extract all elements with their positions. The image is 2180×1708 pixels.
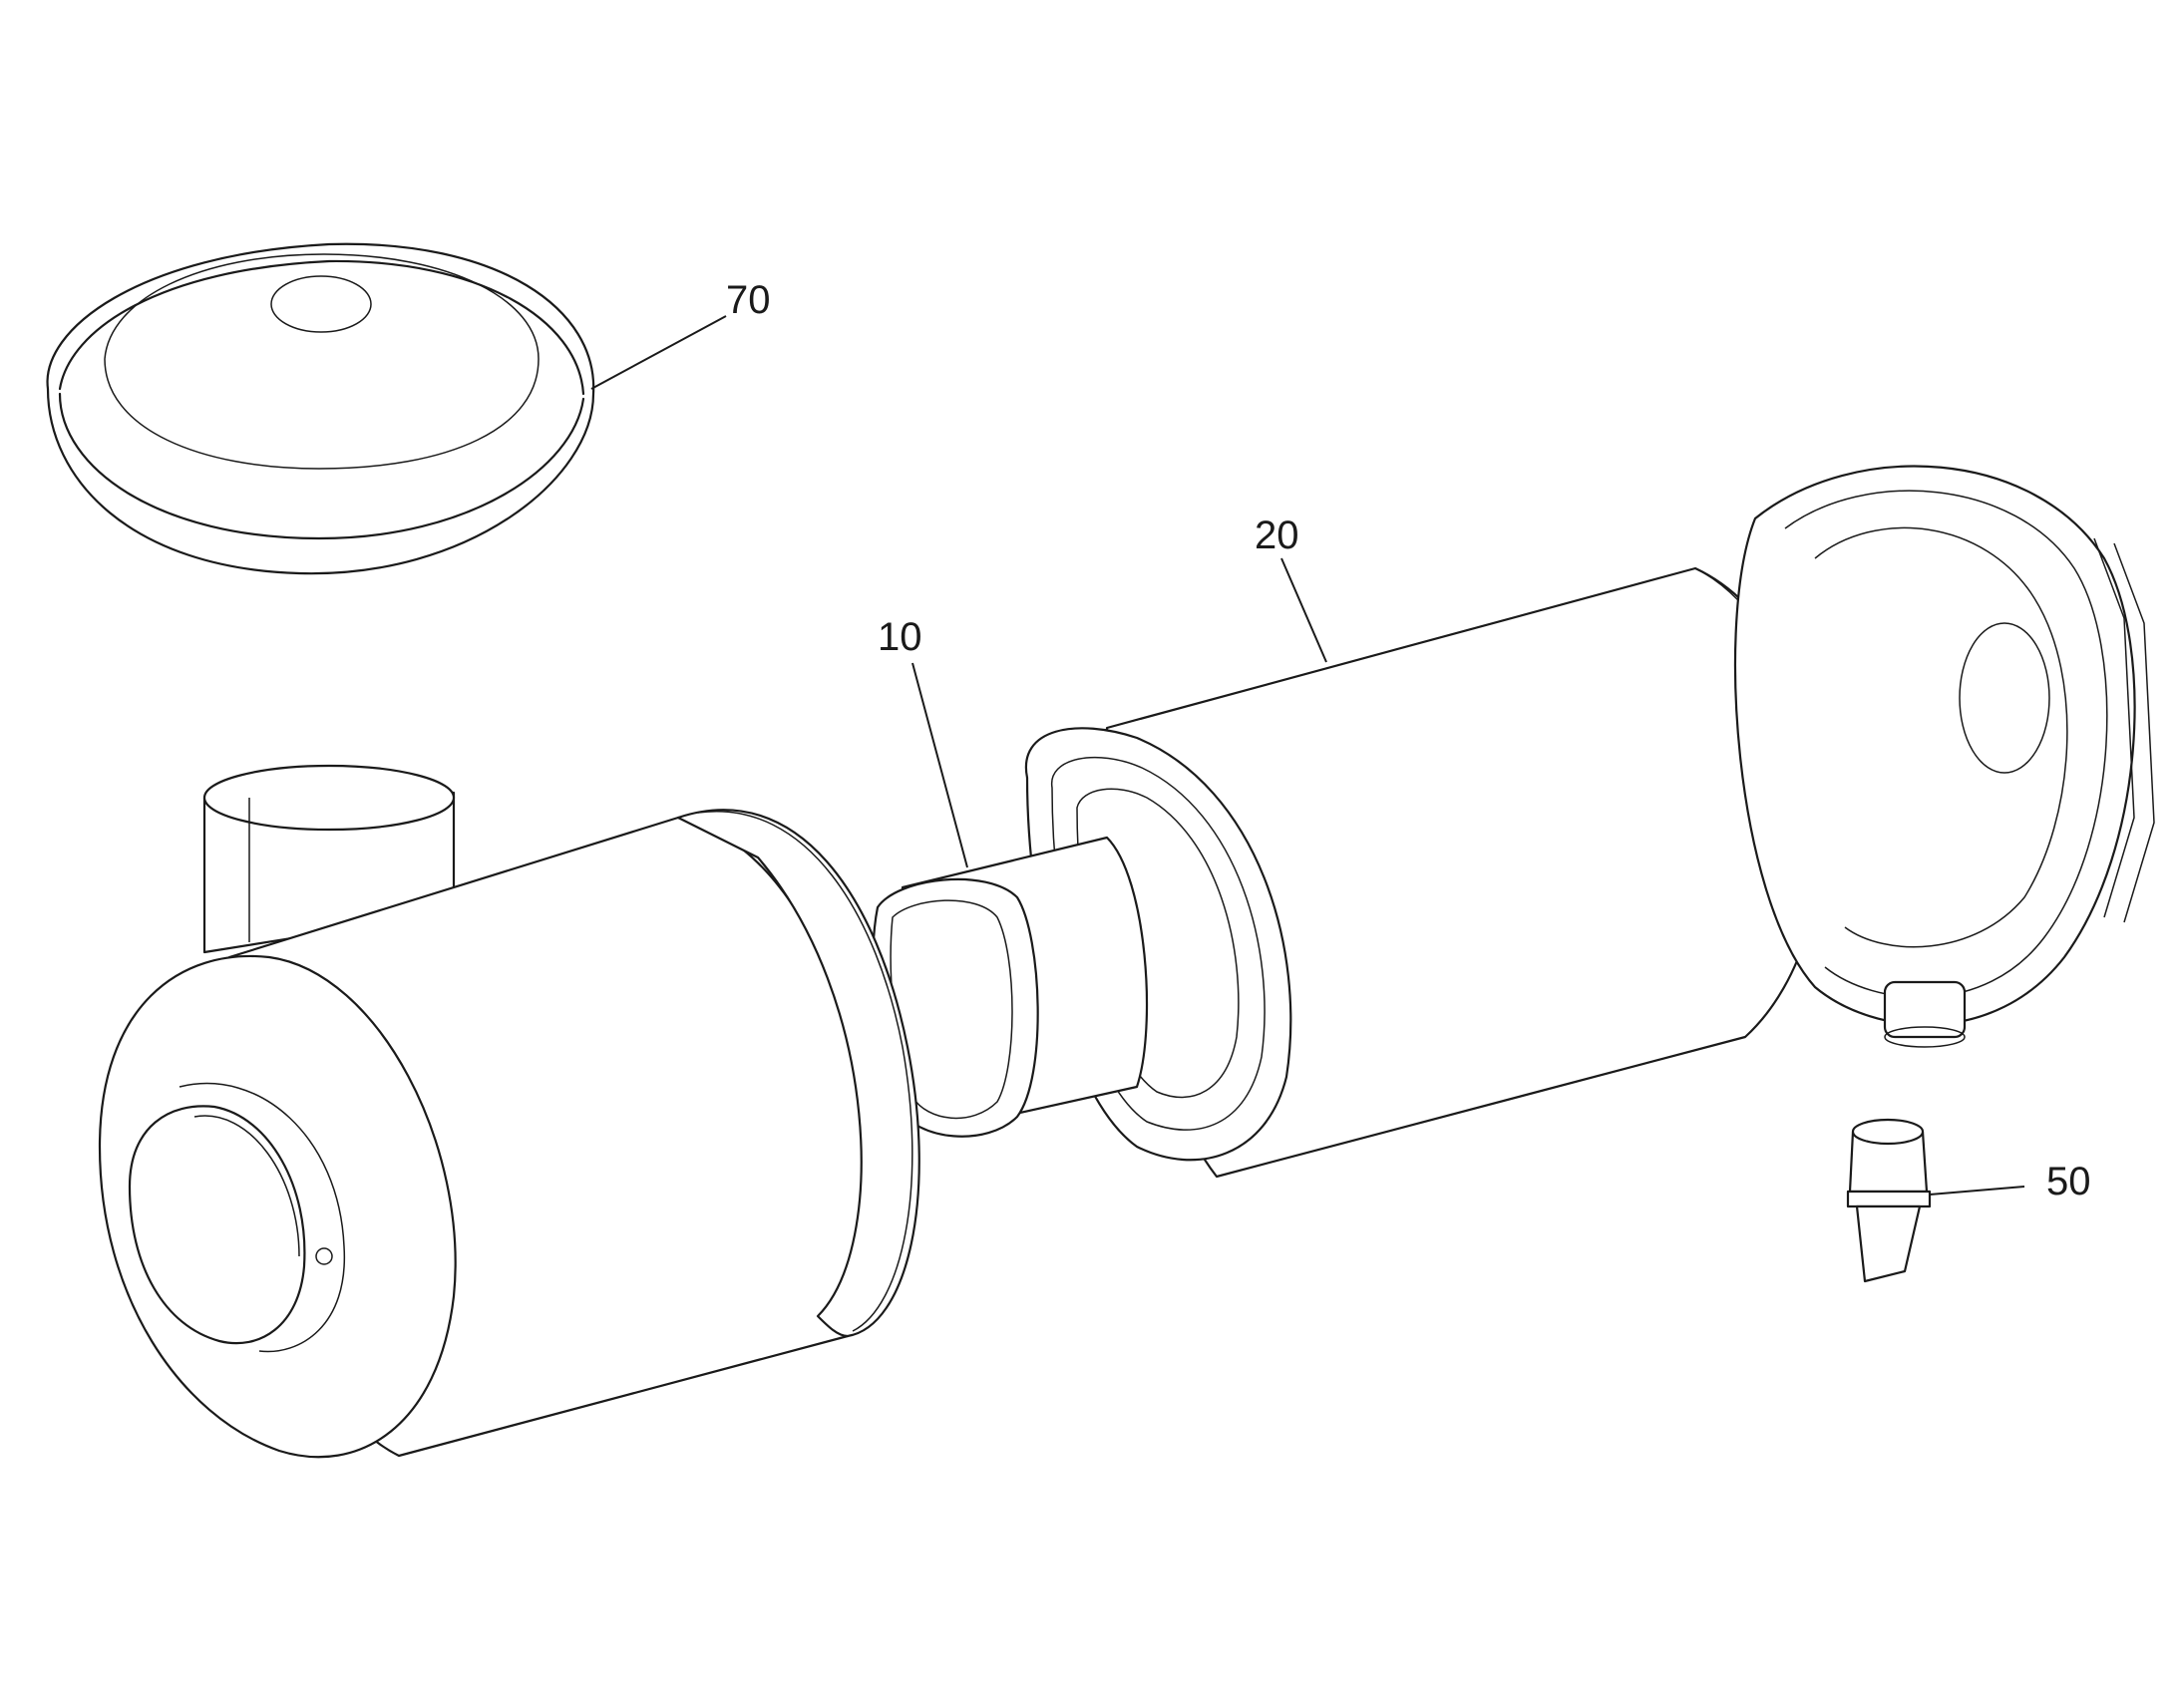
reference-numeral-20: 20 — [1255, 513, 1299, 557]
inner-tube-10 — [872, 836, 1149, 1138]
leader-line-50 — [1929, 1186, 2025, 1196]
drain-valve-50 — [1846, 1118, 1932, 1283]
reference-numeral-70: 70 — [726, 278, 771, 322]
cover-cap — [46, 242, 595, 575]
reference-numeral-10: 10 — [878, 615, 922, 659]
leader-line-70 — [590, 315, 727, 390]
leader-line-20 — [1280, 557, 1327, 663]
filter-element-20 — [1024, 465, 2155, 1179]
reference-numeral-50: 50 — [2046, 1160, 2091, 1203]
main-housing — [98, 764, 920, 1459]
leader-line-10 — [911, 662, 968, 868]
